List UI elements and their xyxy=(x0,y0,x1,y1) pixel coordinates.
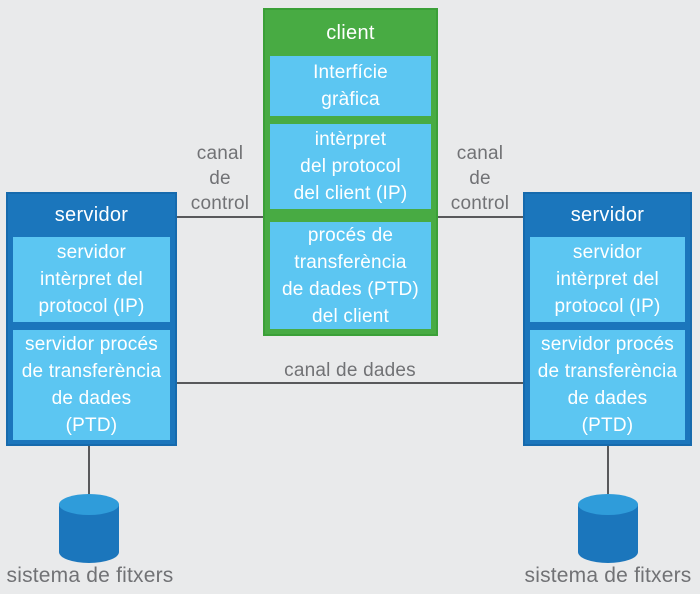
storage-link-line-right xyxy=(607,446,609,494)
client-module-protocol-interpreter: intèrpret del protocol del client (IP) xyxy=(270,124,431,209)
control-channel-label-left: canal de control xyxy=(190,143,250,214)
control-channel-label-right: canal de control xyxy=(450,143,510,214)
server-right-module-data-transfer-process: servidor procés de transferència de dade… xyxy=(530,330,685,440)
server-left-title: servidor xyxy=(54,204,129,226)
server-right-box: servidor servidor intèrpret del protocol… xyxy=(523,192,692,446)
server-left-module-protocol-interpreter: servidor intèrpret del protocol (IP) xyxy=(13,237,170,322)
server-left-box: servidor servidor intèrpret del protocol… xyxy=(6,192,177,446)
file-system-label-right: sistema de fitxers xyxy=(524,564,692,587)
database-cylinder-icon-left xyxy=(59,494,119,563)
control-channel-line-right xyxy=(437,216,523,218)
client-box: client Interfície gràfica intèrpret del … xyxy=(263,8,438,336)
file-system-label-left: sistema de fitxers xyxy=(6,564,174,587)
database-cylinder-icon-right xyxy=(578,494,638,563)
client-module-data-transfer-process: procés de transferència de dades (PTD) d… xyxy=(270,222,431,329)
cylinder-top-ellipse xyxy=(59,494,119,515)
client-title: client xyxy=(326,21,375,44)
server-left-module-data-transfer-process: servidor procés de transferència de dade… xyxy=(13,330,170,440)
server-right-title: servidor xyxy=(570,204,645,226)
client-module-gui: Interfície gràfica xyxy=(270,56,431,116)
control-channel-line-left xyxy=(177,216,263,218)
storage-link-line-left xyxy=(88,446,90,494)
data-channel-line xyxy=(177,382,523,384)
cylinder-top-ellipse xyxy=(578,494,638,515)
server-right-module-protocol-interpreter: servidor intèrpret del protocol (IP) xyxy=(530,237,685,322)
data-channel-label: canal de dades xyxy=(284,360,416,381)
